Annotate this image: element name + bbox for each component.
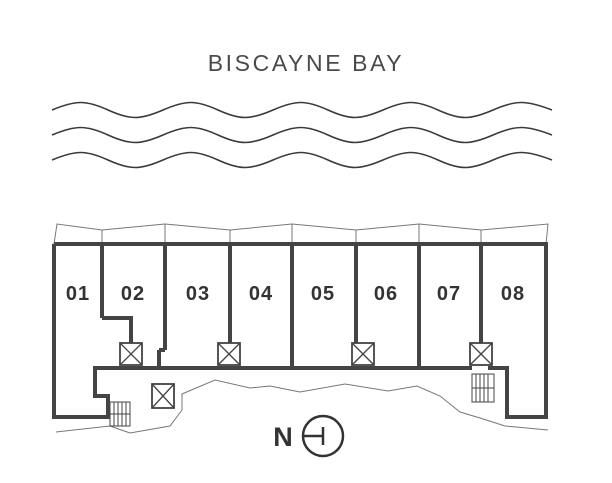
elevator-icon <box>351 342 375 366</box>
stair-icon <box>471 373 495 403</box>
north-arrow-icon: N <box>273 414 345 458</box>
elevator-icon <box>119 342 143 366</box>
unit-label-04: 04 <box>249 283 273 305</box>
wave-line-1 <box>51 101 553 119</box>
stair-icon <box>109 401 131 427</box>
water-waves-icon <box>51 101 553 169</box>
site-outline <box>55 379 549 434</box>
north-label: N <box>273 422 293 452</box>
elevator-icon <box>151 383 175 409</box>
unit-label-06: 06 <box>374 283 398 305</box>
wave-line-3 <box>51 151 553 169</box>
elevator-icon <box>469 342 493 366</box>
unit-label-01: 01 <box>66 283 90 305</box>
elevator-icon <box>217 342 241 366</box>
wave-line-2 <box>51 126 553 144</box>
unit-label-03: 03 <box>186 283 210 305</box>
balcony-outline <box>53 223 549 245</box>
unit-label-08: 08 <box>501 283 525 305</box>
bay-title: BISCAYNE BAY <box>208 50 405 76</box>
unit-label-05: 05 <box>311 283 335 305</box>
building-walls <box>52 242 548 419</box>
unit-label-07: 07 <box>437 283 461 305</box>
unit-label-02: 02 <box>121 283 145 305</box>
